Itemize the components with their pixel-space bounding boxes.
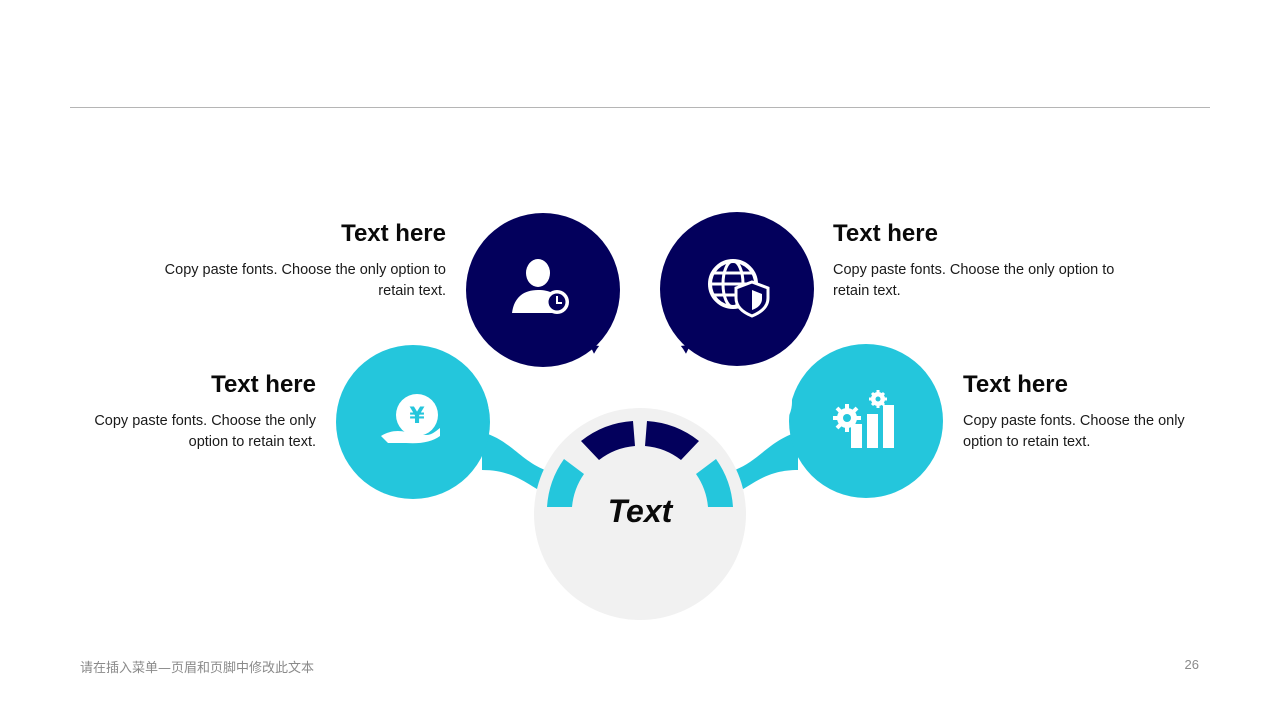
ring-segment-2 xyxy=(581,421,635,460)
item-body: Copy paste fonts. Choose the only option… xyxy=(164,262,446,299)
item-title: Text here xyxy=(963,371,1068,398)
svg-text:¥: ¥ xyxy=(409,404,425,429)
user-clock-icon xyxy=(512,259,569,314)
bubble-top-left xyxy=(466,213,620,367)
bubble-right xyxy=(789,344,943,498)
item-block-right: Text here Copy paste fonts. Choose the o… xyxy=(963,371,1199,453)
hand-yen-coin-icon: ¥ xyxy=(381,394,440,444)
item-title: Text here xyxy=(211,371,316,398)
ring-segment-3 xyxy=(645,421,699,460)
hub-ring-segments xyxy=(547,421,733,507)
gap-left xyxy=(488,370,552,434)
item-block-top-left: Text here Copy paste fonts. Choose the o… xyxy=(150,220,446,302)
ring-segment-4 xyxy=(696,459,733,507)
gears-bar-chart-icon xyxy=(833,390,894,448)
item-body: Copy paste fonts. Choose the only option… xyxy=(963,413,1185,450)
item-body: Copy paste fonts. Choose the only option… xyxy=(833,262,1115,299)
ring-segment-1 xyxy=(547,459,584,507)
top-divider xyxy=(70,107,1210,108)
item-body: Copy paste fonts. Choose the only option… xyxy=(94,413,316,450)
item-title: Text here xyxy=(833,220,938,247)
item-block-left: Text here Copy paste fonts. Choose the o… xyxy=(80,371,316,453)
page-number: 26 xyxy=(1184,657,1199,672)
globe-shield-icon xyxy=(708,259,770,318)
item-block-top-right: Text here Copy paste fonts. Choose the o… xyxy=(833,220,1133,302)
gap-right xyxy=(728,370,792,434)
gap-center-top xyxy=(588,326,692,430)
center-hub xyxy=(534,408,746,620)
center-label: Text xyxy=(607,493,673,529)
item-title: Text here xyxy=(341,220,446,247)
footer-text: 请在插入菜单—页眉和页脚中修改此文本 xyxy=(80,661,315,676)
